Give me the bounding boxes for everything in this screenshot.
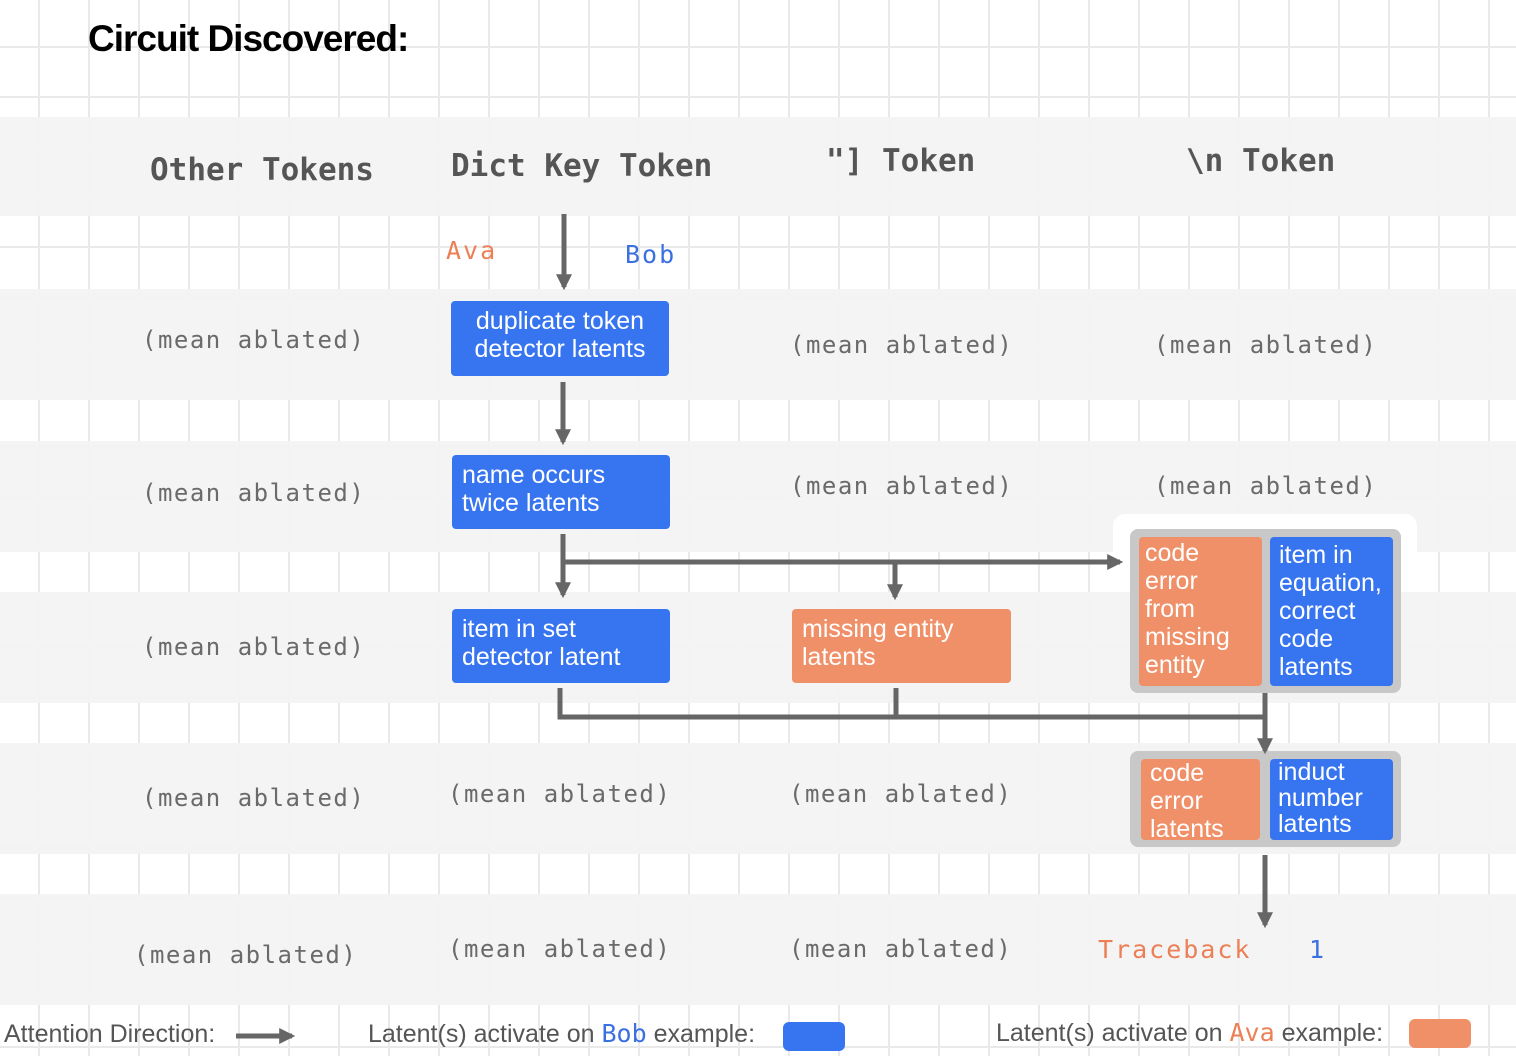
output-token-bob: 1 <box>1309 935 1327 964</box>
code-error-missing-entity-node: code error from missing entity <box>1139 537 1262 686</box>
input-token-bob: Bob <box>625 240 677 269</box>
page-title: Circuit Discovered: <box>88 18 409 59</box>
legend-ava-token: Ava <box>1229 1018 1275 1047</box>
item-in-set-detector-node: item in set detector latent <box>452 609 670 683</box>
legend-bob: Latent(s) activate on Bob example: <box>368 1019 755 1049</box>
legend-bob-swatch <box>783 1022 845 1051</box>
ablated-label: (mean ablated) <box>789 935 1013 963</box>
column-header-bracket-token: "] Token <box>826 143 976 179</box>
duplicate-token-detector-node: duplicate token detector latents <box>451 301 669 376</box>
legend-ava-prefix: Latent(s) activate on <box>996 1019 1230 1047</box>
input-token-ava: Ava <box>446 236 498 265</box>
name-occurs-twice-node: name occurs twice latents <box>452 455 670 529</box>
ablated-label: (mean ablated) <box>790 331 1014 359</box>
ablated-label: (mean ablated) <box>142 784 366 812</box>
layer-band-1 <box>0 289 1516 400</box>
legend-bob-token: Bob <box>601 1019 647 1048</box>
ablated-label: (mean ablated) <box>448 935 672 963</box>
column-header-newline-token: \n Token <box>1186 143 1336 179</box>
ablated-label: (mean ablated) <box>134 941 358 969</box>
legend-ava-swatch <box>1409 1019 1471 1048</box>
induct-number-node: induct number latents <box>1270 759 1393 840</box>
item-in-equation-node: item in equation, correct code latents <box>1270 537 1393 686</box>
ablated-label: (mean ablated) <box>142 479 366 507</box>
legend-arrow-icon <box>236 1027 296 1045</box>
legend-ava: Latent(s) activate on Ava example: <box>996 1018 1383 1048</box>
column-header-dict-key-token: Dict Key Token <box>451 148 713 184</box>
ablated-label: (mean ablated) <box>789 780 1013 808</box>
output-token-ava: Traceback <box>1098 935 1252 964</box>
legend-ava-suffix: example: <box>1274 1019 1384 1047</box>
legend-bob-prefix: Latent(s) activate on <box>368 1020 602 1048</box>
ablated-label: (mean ablated) <box>1154 472 1378 500</box>
legend-bob-suffix: example: <box>646 1020 756 1048</box>
legend-attention-direction-label: Attention Direction: <box>4 1020 216 1048</box>
header-band <box>0 117 1516 216</box>
ablated-label: (mean ablated) <box>142 633 366 661</box>
ablated-label: (mean ablated) <box>142 326 366 354</box>
column-header-other-tokens: Other Tokens <box>150 152 374 188</box>
missing-entity-node: missing entity latents <box>792 609 1011 683</box>
ablated-label: (mean ablated) <box>448 780 672 808</box>
ablated-label: (mean ablated) <box>790 472 1014 500</box>
code-error-node: code error latents <box>1141 759 1260 843</box>
ablated-label: (mean ablated) <box>1154 331 1378 359</box>
